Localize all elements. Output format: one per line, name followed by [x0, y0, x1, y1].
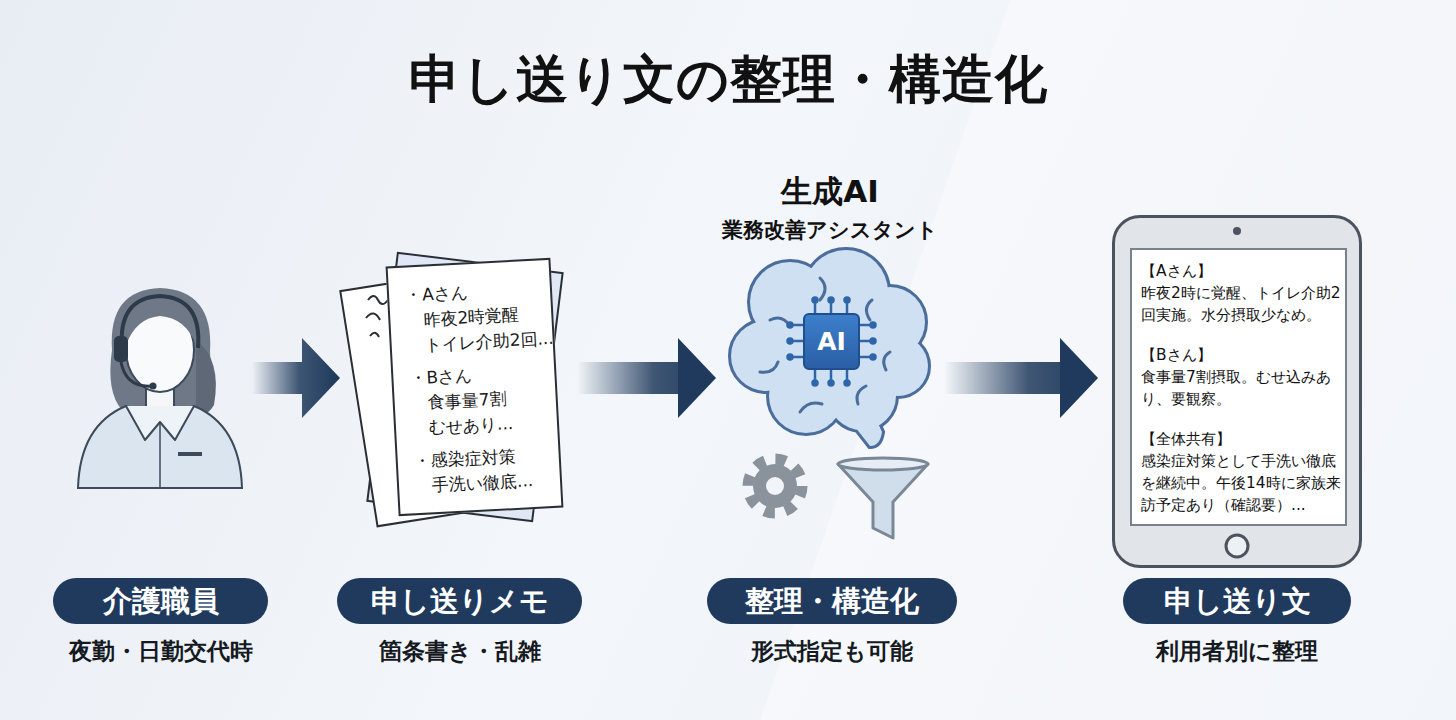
staff-illustration [122, 296, 199, 348]
memo-sheet: ・Aさん 昨夜2時覚醒 トイレ介助2回...・Bさん 食事量7割 むせあり...… [386, 258, 564, 516]
memo-line: ・Aさん 昨夜2時覚醒 トイレ介助2回... [404, 276, 549, 358]
tablet-home-button [1226, 535, 1248, 557]
brain-icon [731, 250, 928, 446]
funnel-icon [838, 458, 928, 538]
stage-label-pill: 申し送り文利用者別に整理 [1123, 578, 1351, 624]
stage-label-pill: 介護職員夜勤・日勤交代時 [53, 578, 268, 624]
screen-heading: 【Aさん】 [1141, 260, 1342, 282]
memo-back-sheets [366, 296, 388, 337]
tablet-camera [1233, 227, 1241, 235]
gear-icon [753, 464, 797, 508]
stage-label: 申し送り文 [1164, 584, 1311, 618]
tablet-screen: 【Aさん】昨夜2時に覚醒、トイレ介助2回実施。水分摂取少なめ。【Bさん】食事量7… [1130, 248, 1347, 526]
gear-icon [748, 459, 802, 513]
brain-icon [820, 278, 825, 300]
staff-illustration [114, 336, 128, 362]
flow-arrow [944, 338, 1098, 418]
staff-illustration [159, 422, 161, 488]
brain-icon [857, 386, 866, 404]
arrow-head [678, 338, 716, 418]
tablet-device: 【Aさん】昨夜2時に覚醒、トイレ介助2回実施。水分摂取少なめ。【Bさん】食事量7… [1112, 215, 1362, 568]
arrow-head [1060, 338, 1098, 418]
staff-illustration [196, 340, 216, 414]
arrow-shaft [577, 362, 680, 394]
brain-icon [813, 298, 818, 303]
brain-icon [760, 362, 778, 372]
arrow-shaft [944, 362, 1062, 394]
staff-illustration [178, 452, 202, 456]
memo-line: ・感染症対策 手洗い徹底... [413, 442, 556, 499]
flow-arrow [577, 338, 716, 418]
staff-illustration [78, 406, 242, 488]
memo-back-sheets [340, 253, 562, 526]
stage-caption: 形式指定も可能 [751, 637, 913, 665]
tablet-home-button [1226, 535, 1248, 557]
brain-icon [813, 381, 818, 386]
brain-icon [780, 295, 880, 395]
memo-back-sheets [367, 253, 562, 521]
stage-label: 介護職員 [103, 584, 219, 618]
tablet-camera [1233, 227, 1241, 235]
brain-icon [780, 295, 880, 395]
brain-icon [845, 381, 850, 386]
brain-icon [871, 339, 876, 344]
screen-text: 昨夜2時に覚醒、トイレ介助2回実施。水分摂取少なめ。 [1141, 282, 1342, 326]
brain-icon [800, 403, 822, 412]
stage-caption: 夜勤・日勤交代時 [69, 637, 253, 665]
ai-heading: 生成AI [670, 173, 990, 209]
flow-arrow [252, 338, 340, 418]
brain-icon [788, 355, 793, 360]
brain-icon [848, 410, 882, 446]
brain-icon [829, 381, 834, 386]
screen-text: 食事量7割摂取。むせ込みあり、要観察。 [1141, 366, 1342, 410]
staff-illustration [150, 383, 157, 390]
brain-icon [788, 323, 793, 328]
screen-text: 感染症対策として手洗い徹底を継続中。午後14時に家族来訪予定あり（確認要）... [1141, 450, 1342, 516]
stage-caption: 利用者別に整理 [1156, 637, 1318, 665]
stage-caption: 箇条書き・乱雑 [379, 637, 541, 665]
stage-label-pill: 申し送りメモ箇条書き・乱雑 [337, 578, 582, 624]
gear-icon [748, 459, 802, 513]
diagram-title: 申し送り文の整理・構造化 [0, 48, 1456, 110]
ai-brain: 生成AI業務改善アシスタントAI [730, 165, 930, 440]
stage-label-pill: 整理・構造化形式指定も可能 [707, 578, 957, 624]
chip-label: AI [817, 328, 846, 356]
screen-heading: 【全体共有】 [1141, 428, 1342, 450]
brain-icon [871, 323, 876, 328]
staff-illustration [121, 362, 152, 386]
brain-icon [829, 298, 834, 303]
staff-illustration [110, 288, 210, 410]
stage-label: 申し送りメモ [371, 584, 549, 618]
staff-illustration [78, 288, 242, 488]
screen-heading: 【Bさん】 [1141, 344, 1342, 366]
ai-chip: AI [803, 313, 860, 370]
brain-icon [788, 339, 793, 344]
brain-icon [871, 355, 876, 360]
gear-icon [766, 477, 784, 495]
stage-label: 整理・構造化 [745, 584, 919, 618]
brain-icon [731, 250, 928, 446]
brain-icon [884, 352, 890, 370]
memo-line: ・Bさん 食事量7割 むせあり... [409, 359, 554, 441]
funnel-icon [838, 458, 928, 470]
brain-icon [866, 300, 872, 320]
brain-icon [845, 298, 850, 303]
funnel-icon [838, 464, 928, 538]
brain-icon [788, 298, 876, 386]
brain-icon [731, 250, 928, 446]
brain-icon [760, 278, 890, 412]
ai-subheading: 業務改善アシスタント [670, 217, 990, 243]
flow-arrow [252, 338, 340, 418]
